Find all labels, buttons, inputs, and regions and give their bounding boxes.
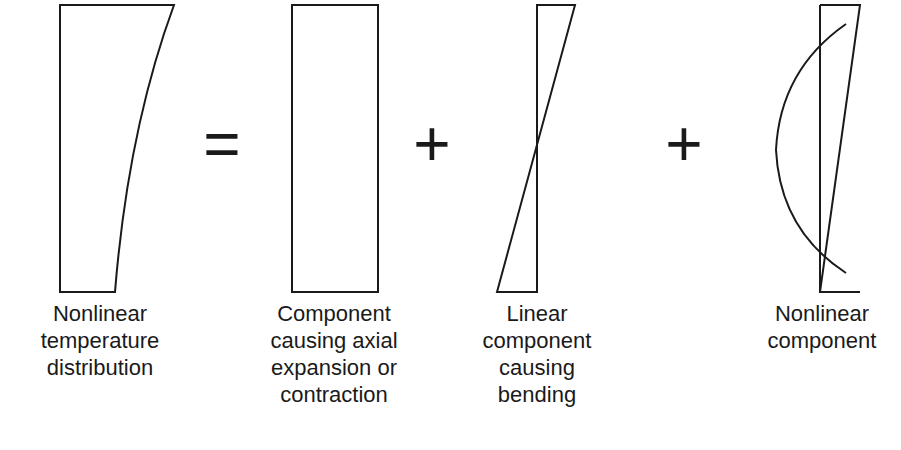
caption: Linear component causing bending (475, 300, 599, 408)
nonlinear-component-curve (776, 24, 846, 273)
nonlinear-component-axis (820, 5, 860, 292)
caption: Component causing axial expansion or con… (254, 300, 414, 408)
uniform-component-shape (292, 5, 378, 292)
caption: Nonlinear component (760, 300, 884, 354)
plus-sign: + (402, 112, 462, 176)
equals-sign: = (192, 112, 252, 176)
caption: Nonlinear temperature distribution (20, 300, 180, 381)
nonlinear-distribution-shape (60, 5, 174, 292)
linear-component-shape (497, 5, 575, 292)
plus-sign: + (654, 112, 714, 176)
